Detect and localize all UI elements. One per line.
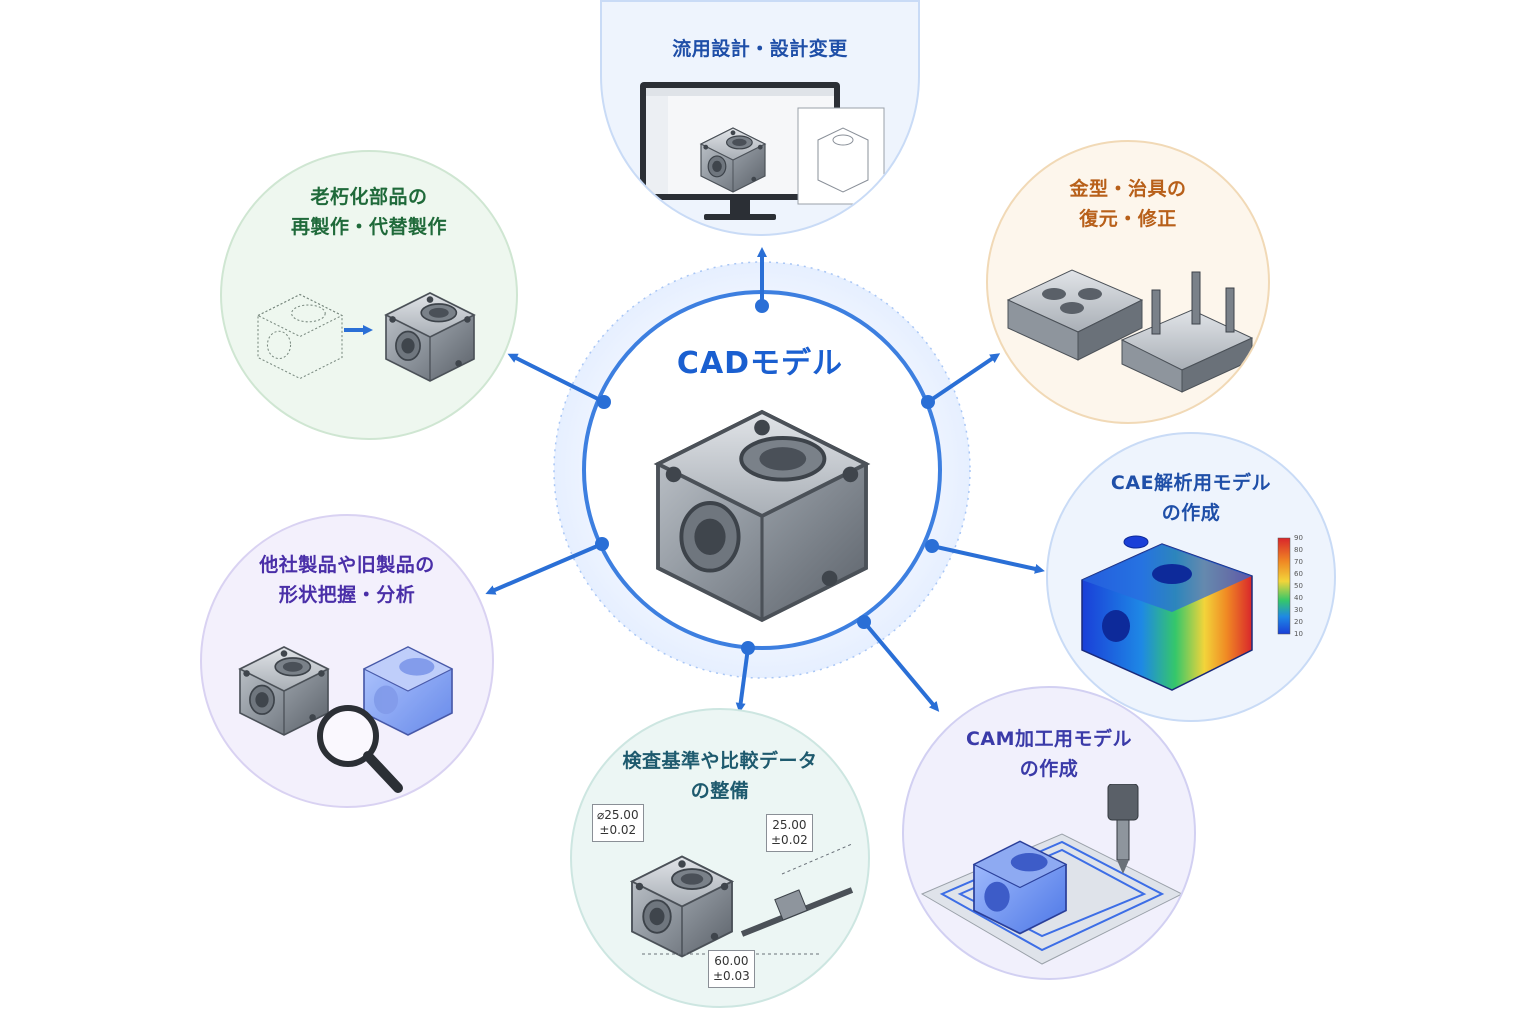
center-title: CADモデル [676,346,844,381]
dimension-label-3: 60.00 ±0.03 [708,950,755,988]
node-mold: 金型・治具の 復元・修正 [986,140,1270,424]
node-analyze: 他社製品や旧製品の 形状把握・分析 [200,514,494,808]
arrow-to-inspect [735,647,750,713]
connector-arrows [485,247,1045,713]
node-cae-label: CAE解析用モデル の作成 [1110,472,1272,524]
dimension-label-1: ⌀25.00 ±0.02 [592,804,644,842]
dimension-label-2: 25.00 ±0.02 [766,814,813,852]
arrow-to-cae [931,544,1045,574]
arrow-to-cam [862,620,940,712]
node-cam-label: CAM加工用モデル の作成 [965,728,1133,780]
monitor-icon [640,82,885,220]
node-mold-label: 金型・治具の 復元・修正 [1069,178,1187,230]
caliper-icon [774,889,808,921]
node-inspect-label: 検査基準や比較データ の整備 [622,750,818,802]
arrow-to-remake [507,353,605,404]
cam-icon [920,784,1184,965]
node-cae: CAE解析用モデル の作成 90 80 70 60 50 40 30 20 10 [1046,432,1336,722]
node-remake: 老朽化部品の 再製作・代替製作 [220,150,518,440]
ring-dots [595,299,939,655]
magnifier-icon [317,705,403,793]
node-reuse-label: 流用設計・設計変更 [672,38,848,60]
arrow-to-mold [926,353,1001,404]
node-inspect: 検査基準や比較データ の整備 ⌀25.00 ±0.02 25.00 ±0.02 … [570,708,870,1008]
node-analyze-label: 他社製品や旧製品の 形状把握・分析 [259,554,435,606]
remake-icon [256,292,475,382]
mold-icon [1006,269,1254,393]
cae-heatmap-icon [1081,535,1291,691]
node-reuse: 流用設計・設計変更 [600,0,920,236]
node-remake-label: 老朽化部品の 再製作・代替製作 [290,186,447,238]
arrow-to-analyze [485,542,603,595]
analysis-icon [239,646,454,793]
node-cam: CAM加工用モデル の作成 [902,686,1196,980]
